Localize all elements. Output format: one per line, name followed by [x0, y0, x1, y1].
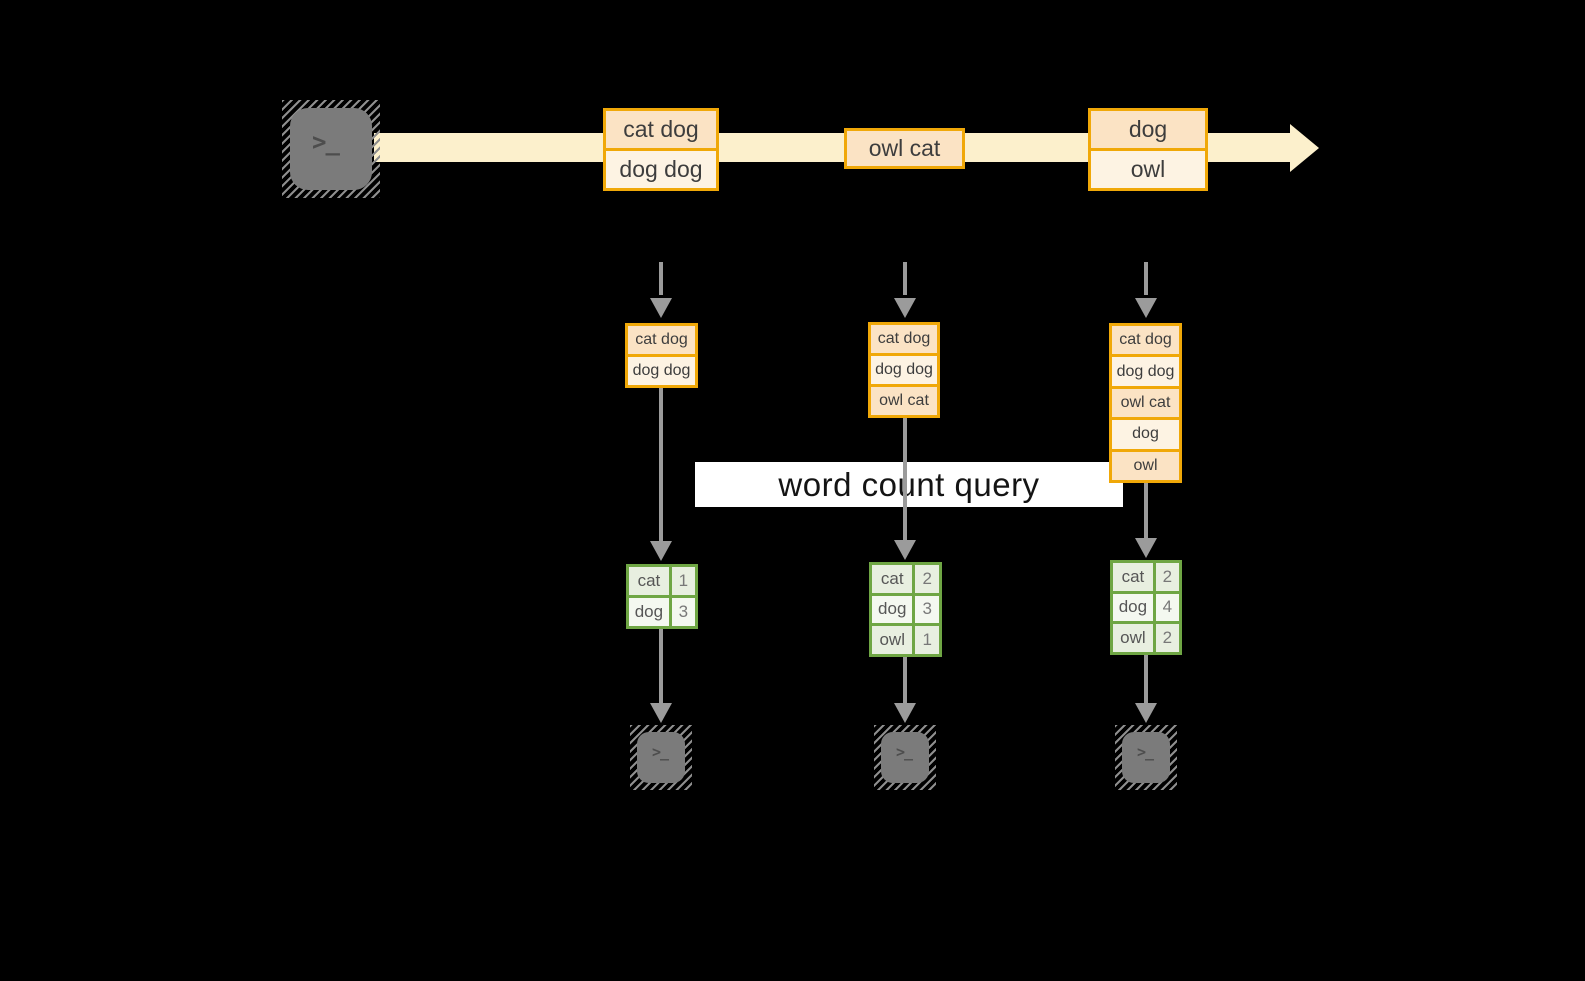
- sink-terminal-icon-2: >_: [874, 725, 936, 790]
- result-word-cell: dog: [629, 598, 669, 626]
- timeline-batch-3: dog owl: [1088, 108, 1208, 191]
- terminal-prompt-icon: >_: [652, 743, 669, 761]
- sink-terminal-icon-1: >_: [630, 725, 692, 790]
- buffer-cell: dog dog: [628, 357, 695, 385]
- query-label: word count query: [778, 465, 1040, 503]
- result-word-cell: cat: [872, 565, 913, 593]
- buffer-stack-2: cat dog dog dog owl cat: [868, 322, 940, 418]
- result-word-cell: owl: [1113, 624, 1153, 652]
- buffer-cell: owl cat: [871, 387, 937, 415]
- query-flow-arrowhead-2-icon: [894, 540, 916, 560]
- result-table-3: cat 2 dog 4 owl 2: [1110, 560, 1182, 655]
- query-flow-line-2: [903, 418, 907, 540]
- result-word-cell: owl: [872, 626, 913, 654]
- result-table-1: cat 1 dog 3: [626, 564, 698, 629]
- batch-cell: owl cat: [847, 131, 962, 166]
- buffer-cell: owl cat: [1112, 388, 1179, 418]
- query-flow-arrowhead-1-icon: [650, 541, 672, 561]
- query-flow-arrowhead-3-icon: [1135, 538, 1157, 558]
- buffer-cell: dog dog: [1112, 357, 1179, 386]
- buffer-cell: cat dog: [871, 325, 937, 353]
- buffer-cell: dog dog: [871, 356, 937, 384]
- result-count-cell: 3: [915, 595, 939, 624]
- sink-terminal-icon-3: >_: [1115, 725, 1177, 790]
- buffer-cell: owl: [1112, 451, 1179, 481]
- output-arrowhead-3-icon: [1135, 703, 1157, 723]
- source-terminal-icon: >_: [282, 100, 380, 198]
- output-arrowhead-1-icon: [650, 703, 672, 723]
- terminal-body: >_: [290, 108, 372, 190]
- result-count-cell: 2: [1155, 563, 1179, 591]
- buffer-stack-3: cat dog dog dog owl cat dog owl: [1109, 323, 1182, 483]
- result-count-cell: 3: [671, 598, 695, 626]
- buffer-stack-1: cat dog dog dog: [625, 323, 698, 388]
- buffer-cell: dog: [1112, 420, 1179, 449]
- ingest-arrow-dash-3: [1144, 262, 1148, 295]
- query-label-box: word count query: [695, 462, 1123, 507]
- terminal-prompt-icon: >_: [896, 743, 913, 761]
- ingest-arrowhead-1-icon: [650, 298, 672, 318]
- result-count-cell: 1: [915, 626, 939, 654]
- stream-arrowhead-icon: [1290, 124, 1319, 172]
- ingest-arrowhead-3-icon: [1135, 298, 1157, 318]
- batch-cell: cat dog: [606, 111, 716, 148]
- result-count-cell: 4: [1155, 593, 1179, 622]
- terminal-body: >_: [1122, 732, 1170, 783]
- output-line-2: [903, 657, 907, 703]
- output-arrowhead-2-icon: [894, 703, 916, 723]
- ingest-arrow-dash-2: [903, 262, 907, 295]
- result-word-cell: cat: [629, 567, 669, 595]
- output-line-3: [1144, 655, 1148, 703]
- batch-cell: dog dog: [606, 151, 716, 188]
- result-table-2: cat 2 dog 3 owl 1: [869, 562, 942, 657]
- ingest-arrow-dash-1: [659, 262, 663, 295]
- terminal-body: >_: [637, 732, 685, 783]
- output-line-1: [659, 629, 663, 703]
- buffer-cell: cat dog: [1112, 326, 1179, 355]
- batch-cell: dog: [1091, 111, 1205, 148]
- timeline-batch-2: owl cat: [844, 128, 965, 169]
- query-flow-line-3: [1144, 483, 1148, 538]
- batch-cell: owl: [1091, 151, 1205, 188]
- ingest-arrowhead-2-icon: [894, 298, 916, 318]
- buffer-cell: cat dog: [628, 326, 695, 354]
- result-count-cell: 1: [671, 567, 695, 595]
- result-count-cell: 2: [915, 565, 939, 593]
- result-word-cell: dog: [872, 595, 913, 624]
- result-word-cell: dog: [1113, 593, 1153, 622]
- terminal-body: >_: [881, 732, 929, 783]
- result-word-cell: cat: [1113, 563, 1153, 591]
- terminal-prompt-icon: >_: [1137, 743, 1154, 761]
- result-count-cell: 2: [1155, 624, 1179, 652]
- terminal-prompt-icon: >_: [312, 128, 340, 156]
- timeline-batch-1: cat dog dog dog: [603, 108, 719, 191]
- query-flow-line-1: [659, 388, 663, 541]
